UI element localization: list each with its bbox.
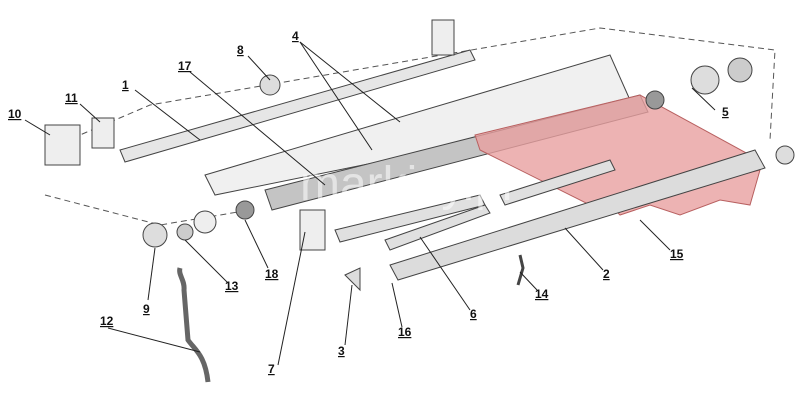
label-4: 4	[292, 29, 299, 43]
motor-gear	[645, 90, 665, 110]
label-15: 15	[670, 247, 684, 261]
front-cap-3	[344, 267, 361, 292]
assembly-outline-lower	[44, 194, 251, 226]
label-3: 3	[338, 344, 345, 358]
label-6: 6	[470, 307, 477, 321]
label-18: 18	[265, 267, 279, 281]
bracket-8	[259, 74, 281, 96]
label-14: 14	[535, 287, 549, 301]
label-13: 13	[225, 279, 239, 293]
gear-18	[235, 200, 255, 220]
watermark: markizy.pl	[300, 158, 512, 211]
wall-bracket-10	[44, 124, 81, 166]
label-9: 9	[143, 302, 150, 316]
end-cap-9	[142, 222, 168, 248]
wall-bracket-11	[91, 117, 115, 149]
folding-arm-back	[499, 159, 616, 206]
crank-handle-12	[177, 267, 211, 383]
label-7: 7	[268, 362, 275, 376]
end-cap-right	[727, 57, 753, 83]
label-5: 5	[722, 105, 729, 119]
label-11: 11	[65, 91, 78, 105]
label-10: 10	[8, 107, 22, 121]
label-16: 16	[398, 325, 412, 339]
label-1: 1	[122, 78, 129, 92]
front-load-bar	[389, 149, 766, 281]
label-17: 17	[178, 59, 192, 73]
hook-14	[516, 254, 525, 286]
label-2: 2	[603, 267, 610, 281]
label-8: 8	[237, 43, 244, 57]
front-cap-right	[775, 145, 795, 165]
folding-arm-lower	[384, 204, 491, 251]
side-plate	[193, 210, 217, 234]
gear-13	[176, 223, 194, 241]
assembly-outline	[44, 27, 776, 151]
leader-lines	[24, 41, 716, 366]
end-plate-5	[690, 65, 720, 95]
label-12: 12	[100, 314, 114, 328]
front-profile-bar	[119, 49, 476, 163]
top-bracket	[431, 19, 455, 56]
arm-bracket-7	[299, 209, 326, 251]
